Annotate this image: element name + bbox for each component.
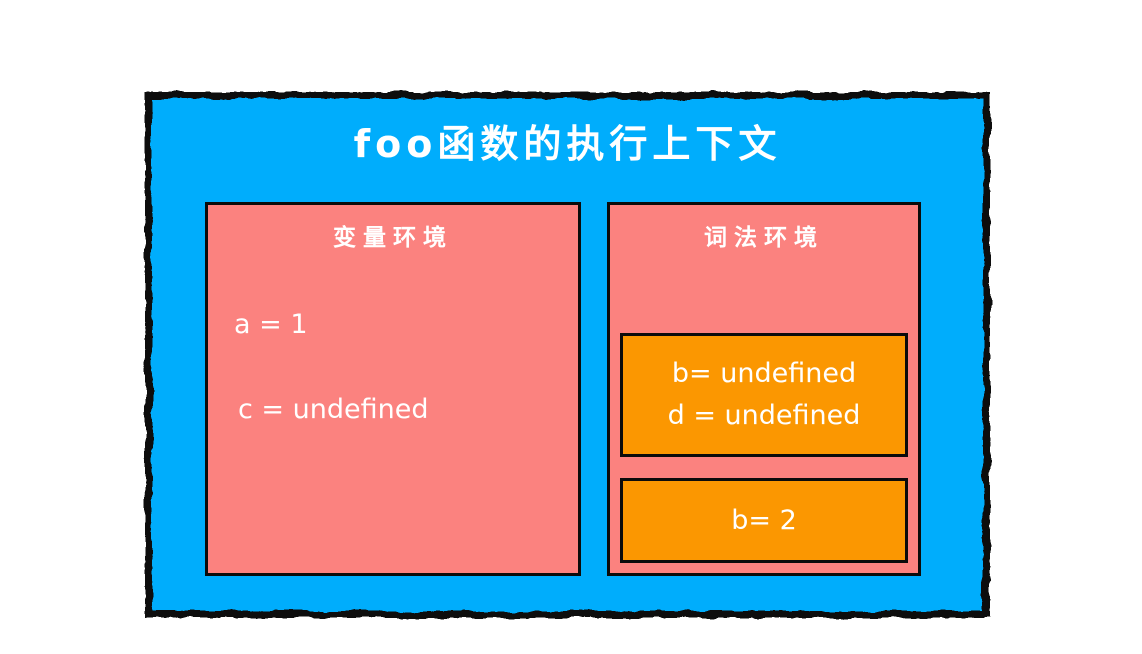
variable-entry-c: c = undefined [238,394,429,425]
lexical-scope-block-inner: b= 2 [620,478,908,563]
variable-entry-a: a = 1 [234,309,308,340]
scope-entry-b-undefined: b= undefined [671,358,857,389]
execution-context-title: foo函数的执行上下文 [353,122,782,166]
variable-environment-label: 变量环境 [333,225,453,251]
lexical-environment-panel: 词法环境 b= undefined d = undefined b= 2 [607,202,921,576]
scope-entry-b-2: b= 2 [731,504,797,536]
scope-entry-d-undefined: d = undefined [667,400,861,431]
lexical-scope-block-outer: b= undefined d = undefined [620,333,908,457]
variable-environment-panel: 变量环境 a = 1 c = undefined [205,202,581,576]
lexical-environment-label: 词法环境 [704,225,824,251]
